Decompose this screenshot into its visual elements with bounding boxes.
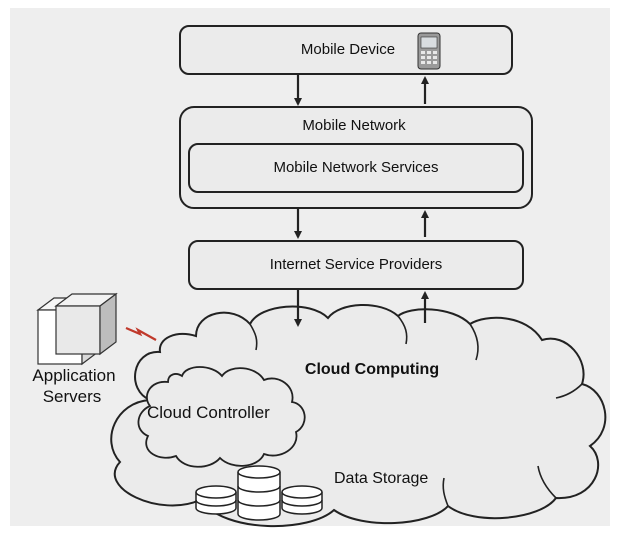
mobile-device-label: Mobile Device — [300, 41, 396, 58]
app-servers-label-line2: Servers — [42, 387, 102, 406]
phone-icon — [417, 32, 441, 70]
app-servers-label-line1: Application — [32, 366, 116, 385]
data-storage-label: Data Storage — [334, 470, 429, 487]
mobile-network-label: Mobile Network — [302, 117, 406, 134]
cloud-controller-shape — [137, 366, 306, 468]
cloud-computing-shape — [110, 304, 607, 528]
isp-label: Internet Service Providers — [269, 256, 443, 273]
cloud-computing-label: Cloud Computing — [304, 361, 440, 378]
cloud-controller-label: Cloud Controller — [147, 403, 270, 422]
isp-box — [188, 240, 524, 290]
mobile-network-services-box — [188, 143, 524, 193]
database-icon — [195, 465, 323, 521]
lightning-icon — [125, 326, 157, 341]
server-icon — [36, 292, 118, 366]
mobile-network-services-label: Mobile Network Services — [273, 159, 439, 176]
